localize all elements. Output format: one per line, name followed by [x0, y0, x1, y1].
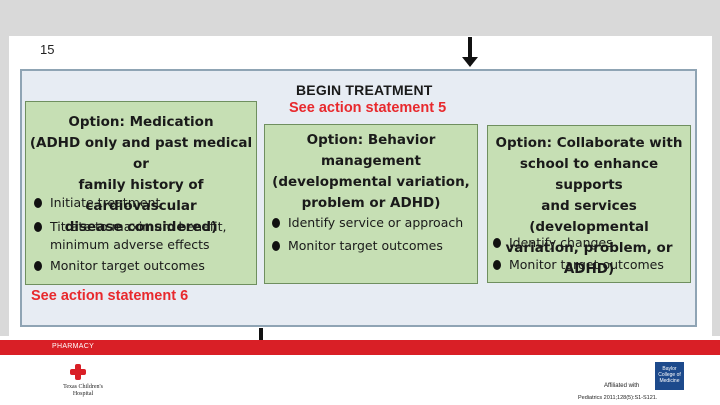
bullet-dot-icon — [272, 241, 280, 251]
begin-treatment-heading: BEGIN TREATMENT — [296, 82, 433, 98]
option-behavior-box: Option: Behavior management (development… — [264, 124, 478, 284]
title-line: family history of cardiovascular — [78, 177, 204, 214]
bullet-text: Titrate to maximum benefit, — [50, 219, 227, 234]
connector-line — [259, 328, 263, 340]
bullet-text: minimum adverse effects — [50, 237, 210, 252]
bullet-item: Monitor target outcomes — [34, 257, 205, 275]
baylor-logo-line: Baylor — [662, 366, 677, 372]
bullet-text: Monitor target outcomes — [509, 257, 664, 272]
bullet-item: Monitor target outcomes — [493, 256, 664, 274]
texas-childrens-logo: Texas Children's Hospital — [63, 364, 104, 397]
option-medication-title: Option: Medication (ADHD only and past m… — [26, 112, 256, 238]
baylor-logo-line: Medicine — [659, 378, 680, 384]
bullet-item: Initiate treatment — [34, 194, 160, 212]
bullet-dot-icon — [34, 222, 42, 232]
bullet-text: Initiate treatment — [50, 195, 161, 210]
right-band — [712, 36, 720, 336]
logo-text-line: Texas Children's — [63, 384, 103, 390]
action-statement-5: See action statement 5 — [289, 100, 447, 116]
bullet-item: Monitor target outcomes — [272, 237, 443, 255]
logo-text-line: Hospital — [73, 391, 94, 397]
bullet-text: Identify service or approach — [288, 215, 464, 230]
top-band — [0, 0, 720, 36]
title-line: school to enhance supports — [519, 156, 659, 193]
bullet-text: Monitor target outcomes — [50, 258, 205, 273]
title-line: disease considered) — [64, 219, 218, 235]
citation: Pediatrics 2011;128(5):S1-S121. — [578, 395, 658, 401]
title-line: and services (developmental — [529, 198, 649, 235]
baylor-logo-line: College of — [658, 372, 681, 378]
bullet-text: Identify changes — [509, 235, 613, 250]
department-label: PHARMACY — [52, 343, 95, 350]
left-band — [0, 36, 9, 336]
bullet-item: Identify service or approach — [272, 214, 463, 232]
bullet-dot-icon — [34, 198, 42, 208]
affiliated-with-label: Affiliated with — [604, 383, 640, 389]
option-medication-box: Option: Medication (ADHD only and past m… — [25, 101, 257, 285]
down-arrow-line — [468, 37, 472, 59]
title-line: (ADHD only and past medical or — [29, 135, 253, 172]
title-line: problem or ADHD) — [301, 195, 441, 211]
title-line: Option: Collaborate with — [495, 135, 683, 151]
title-line: Option: Behavior management — [306, 132, 436, 169]
title-line: (developmental variation, — [272, 174, 470, 190]
bullet-dot-icon — [493, 260, 501, 270]
bullet-dot-icon — [493, 238, 501, 248]
bullet-item: Titrate to maximum benefit, minimum adve… — [34, 218, 226, 254]
bullet-dot-icon — [34, 261, 42, 271]
option-school-box: Option: Collaborate with school to enhan… — [487, 125, 691, 283]
title-line: variation, problem, or ADHD) — [505, 240, 673, 277]
slide-number: 15 — [40, 42, 55, 57]
bullet-dot-icon — [272, 218, 280, 228]
option-behavior-title: Option: Behavior management (development… — [265, 130, 477, 214]
action-statement-6: See action statement 6 — [31, 288, 189, 304]
footer-bar — [0, 340, 720, 355]
option-school-title: Option: Collaborate with school to enhan… — [488, 133, 690, 280]
title-line: Option: Medication — [68, 114, 214, 130]
down-arrow-icon — [462, 57, 478, 67]
bullet-item: Identify changes — [493, 234, 613, 252]
bullet-text: Monitor target outcomes — [288, 238, 443, 253]
baylor-logo: Baylor College of Medicine — [655, 362, 684, 390]
